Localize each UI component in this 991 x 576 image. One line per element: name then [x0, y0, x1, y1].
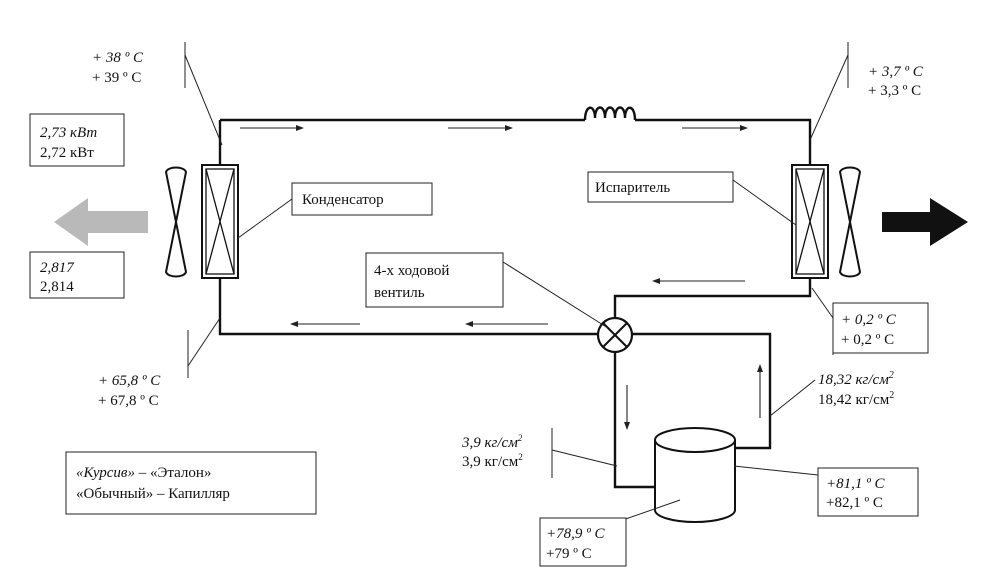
evaporator-coil-icon	[791, 164, 829, 279]
svg-text:+ 3,7 º C: + 3,7 º C	[868, 64, 924, 80]
svg-text:+ 3,3 º C: + 3,3 º C	[868, 83, 921, 99]
reading-evaporator-outlet-temp: + 3,7 º C + 3,3 º C	[868, 64, 924, 99]
flow-arrows	[240, 125, 763, 430]
evaporator-label: Испаритель	[587, 171, 734, 203]
legend-reference-label: «Курсив»	[76, 465, 135, 481]
reading-compressor-top-temp: +81,1 º C +82,1 º C	[817, 467, 919, 517]
svg-text:Испаритель: Испаритель	[595, 180, 670, 196]
flow-arrow-right	[240, 125, 304, 131]
fan-blade-icon	[838, 166, 862, 278]
svg-text:2,817: 2,817	[40, 260, 75, 276]
flow-arrow-down	[624, 385, 630, 430]
svg-text:3,9 кг/см2: 3,9 кг/см2	[462, 452, 523, 470]
compressor-cylinder-icon	[654, 427, 736, 523]
svg-text:+ 38 º C: + 38 º C	[92, 50, 144, 66]
reading-condenser-inlet-temp: + 38 º C + 39 º C	[92, 50, 144, 86]
svg-text:Конденсатор: Конденсатор	[302, 192, 384, 208]
svg-text:+ 0,2 º C: + 0,2 º C	[841, 312, 897, 328]
svg-text:«Курсив» – «Эталон»: «Курсив» – «Эталон»	[76, 465, 211, 481]
reading-condenser-ratio: 2,817 2,814	[29, 251, 125, 299]
svg-text:+81,1 º C: +81,1 º C	[826, 476, 886, 492]
four-way-valve-icon	[596, 316, 634, 354]
svg-text:вентиль: вентиль	[374, 285, 425, 301]
svg-text:+82,1 º C: +82,1 º C	[826, 495, 883, 511]
svg-text:2,72 кВт: 2,72 кВт	[40, 145, 94, 161]
flow-arrow-right	[448, 125, 513, 131]
fan-blade-icon	[164, 166, 188, 278]
flow-arrow-right	[682, 125, 748, 131]
svg-text:+78,9 º C: +78,9 º C	[546, 526, 606, 542]
condenser-coil-icon	[201, 164, 239, 279]
air-inflow-arrow	[54, 198, 148, 246]
legend: «Курсив» – «Эталон» «Обычный» – Капилляр	[65, 451, 317, 515]
condenser-label: Конденсатор	[291, 182, 433, 216]
flow-arrow-left	[290, 321, 360, 327]
air-outflow-arrow	[882, 198, 968, 246]
svg-text:18,32 кг/см2: 18,32 кг/см2	[818, 370, 894, 388]
flow-arrow-left	[652, 278, 745, 284]
reading-condenser-power: 2,73 кВт 2,72 кВт	[29, 113, 125, 167]
reading-condenser-outlet-temp: + 65,8 º C + 67,8 º C	[98, 373, 161, 409]
reading-suction-pressure: 3,9 кг/см2 3,9 кг/см2	[461, 433, 523, 470]
reading-compressor-bottom-temp: +78,9 º C +79 º C	[539, 517, 627, 567]
svg-text:3,9 кг/см2: 3,9 кг/см2	[461, 433, 523, 451]
svg-text:+ 67,8 º C: + 67,8 º C	[98, 393, 159, 409]
capillary-tube-coil-icon	[583, 106, 637, 121]
legend-reference-desc: – «Эталон»	[135, 465, 211, 481]
svg-text:2,73 кВт: 2,73 кВт	[40, 125, 97, 141]
flow-arrow-up	[757, 364, 763, 418]
flow-arrow-left	[465, 321, 548, 327]
refrigerant-pipes	[218, 118, 812, 489]
leader-lines	[184, 42, 849, 529]
legend-capillary-desc: «Обычный» – Капилляр	[76, 486, 230, 502]
svg-text:2,814: 2,814	[40, 279, 74, 295]
svg-text:+ 65,8 º C: + 65,8 º C	[98, 373, 161, 389]
reading-evaporator-inlet-temp: + 0,2 º C + 0,2 º C	[832, 302, 929, 354]
svg-text:18,42 кг/см2: 18,42 кг/см2	[818, 390, 894, 408]
reading-discharge-pressure: 18,32 кг/см2 18,42 кг/см2	[818, 370, 894, 408]
svg-text:4-х ходовой: 4-х ходовой	[374, 263, 449, 279]
svg-text:+ 39 º C: + 39 º C	[92, 70, 141, 86]
four-way-valve-label: 4-х ходовой вентиль	[365, 252, 504, 308]
svg-text:+ 0,2 º C: + 0,2 º C	[841, 332, 894, 348]
svg-text:+79 º C: +79 º C	[546, 546, 592, 562]
